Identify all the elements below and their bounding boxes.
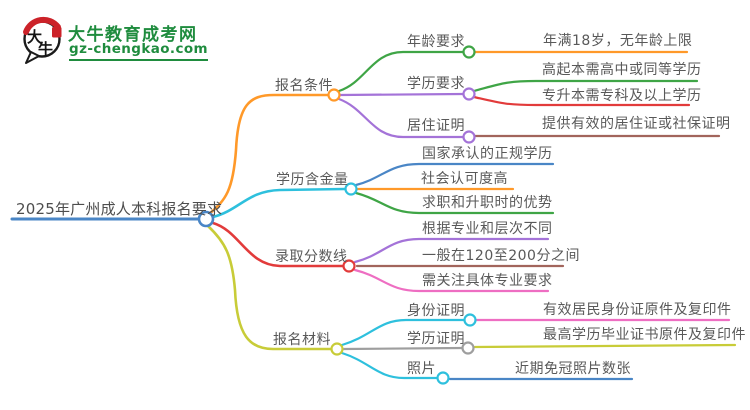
leaf-label-juzhuzheng: 提供有效的居住证或社保证明 [542, 116, 731, 132]
edge-root-to-cailiao [206, 224, 333, 351]
node-label-xueli-yaoqiu: 学历要求 [407, 76, 465, 92]
edge-to-nianling-yaoqiu [337, 50, 465, 93]
edge-to-xueli-yaoqiu [338, 92, 465, 97]
branch-label-baoming-tiaojian: 报名条件 [275, 78, 333, 94]
edge-to-shenfen-zhengming [340, 318, 466, 347]
edge-leaf-biyezhengshu [473, 343, 737, 349]
logo-char-da: 大 [27, 28, 42, 46]
logo-char-niu: 牛 [38, 40, 53, 58]
leaf-label-zhuanshengben: 专升本需专科及以上学历 [542, 88, 702, 104]
leaf-label-nianman18: 年满18岁，无年龄上限 [543, 33, 693, 49]
edge-leaf-gaoqiben [472, 79, 699, 93]
logo-seal [52, 27, 62, 38]
branch-label-fenshuxian: 录取分数线 [275, 249, 348, 265]
node-dot-zhaopian [436, 371, 450, 385]
site-logo: 大 牛 大牛教育成考网 gz-chengkao.com [18, 12, 218, 64]
leaf-label-guojia-chengren: 国家承认的正规学历 [422, 146, 553, 162]
edge-to-xueli-zhengming [342, 346, 464, 351]
node-dot-fenshuxian [342, 259, 356, 273]
edge-leaf-guanzhu-yaoqiu [353, 268, 550, 293]
edge-leaf-guojia-chengren [354, 162, 555, 187]
leaf-label-genju-zhuanye: 根据专业和层次不同 [422, 221, 553, 237]
logo-bubble-icon: 大 牛 [23, 16, 62, 64]
edge-leaf-genju-zhuanye [353, 237, 550, 264]
node-label-nianling-yaoqiu: 年龄要求 [407, 34, 465, 50]
branch-label-cailiao: 报名材料 [273, 332, 331, 348]
edge-to-zhaopian [340, 351, 439, 380]
node-label-juzhu-zhengming: 居住证明 [407, 118, 465, 134]
node-dot-baoming-tiaojian [327, 88, 341, 102]
edge-leaf-qiuzhi-shengzhi [354, 191, 555, 215]
node-dot-hanjinliang [344, 182, 358, 196]
branch-label-hanjinliang: 学历含金量 [276, 172, 349, 188]
edge-root-to-baoming-tiaojian [207, 93, 330, 216]
node-dot-juzhu [462, 130, 476, 144]
node-dot-xueli-yaoqiu [462, 87, 476, 101]
node-dot-nianling [462, 45, 476, 59]
edge-root-to-fenshuxian [211, 221, 345, 268]
leaf-label-qiuzhi-shengzhi: 求职和升职时的优势 [422, 195, 553, 211]
node-label-shenfen-zhengming: 身份证明 [407, 303, 465, 319]
node-label-xueli-zhengming: 学历证明 [407, 331, 465, 347]
edge-root-to-hanjinliang [211, 187, 347, 219]
leaf-label-shehui-renke: 社会认可度高 [421, 171, 508, 187]
edge-to-juzhu-zhengming [337, 97, 465, 139]
leaf-label-gaoqiben: 高起本需高中或同等学历 [542, 62, 702, 78]
node-dot-shenfen [463, 313, 477, 327]
leaf-label-biyezhengshu: 最高学历毕业证书原件及复印件 [543, 327, 746, 343]
leaf-label-mianguan-zhaopian: 近期免冠照片数张 [515, 361, 631, 377]
leaf-label-guanzhu-yaoqiu: 需关注具体专业要求 [422, 273, 553, 289]
node-label-zhaopian: 照片 [407, 361, 436, 377]
leaf-label-120-200: 一般在120至200分之间 [422, 248, 580, 264]
node-dot-xueli-zhengming [461, 341, 475, 355]
leaf-label-shenfenzheng-yuanjian: 有效居民身份证原件及复印件 [543, 302, 732, 318]
logo-title: 大牛教育成考网 [68, 25, 198, 45]
logo-domain: gz-chengkao.com [69, 41, 209, 61]
edge-leaf-zhuanshengben [472, 95, 691, 107]
node-dot-root [197, 210, 215, 228]
root-node-label: 2025年广州成人本科报名要求 [16, 200, 223, 218]
node-dot-cailiao [330, 342, 344, 356]
